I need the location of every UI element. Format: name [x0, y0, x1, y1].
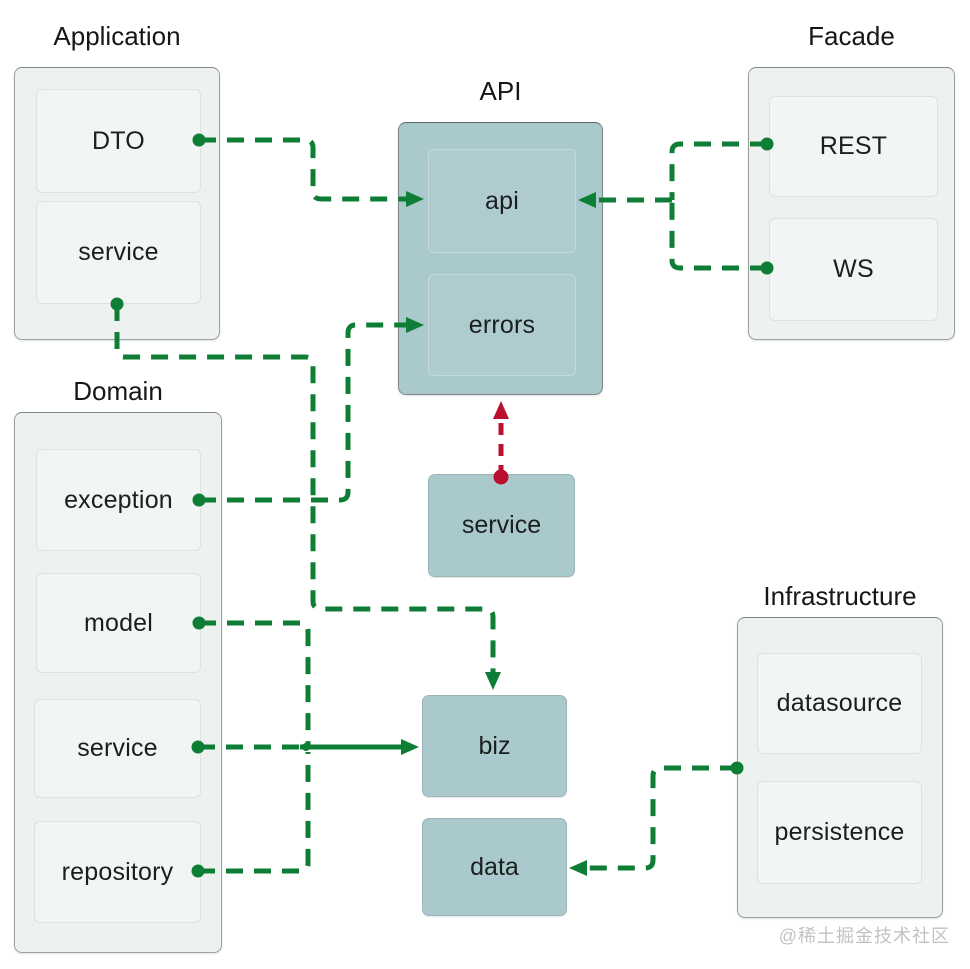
domain-exception-box: exception [36, 449, 201, 551]
application-dto-box: DTO [36, 89, 201, 193]
service-module-label: service [461, 511, 542, 539]
infrastructure-title: Infrastructure [763, 581, 917, 611]
connector-exception-to-errors [199, 322, 410, 503]
application-dto-label: DTO [92, 126, 145, 155]
facade-ws-box: WS [769, 218, 938, 321]
facade-ws-label: WS [833, 255, 874, 283]
domain-title: Domain [73, 376, 163, 406]
connector-infra-to-data [584, 765, 737, 871]
api-panel: api errors [398, 122, 603, 395]
biz-module-label: biz [478, 731, 511, 760]
domain-model-box: model [36, 573, 201, 673]
connector-dto-to-api [199, 137, 410, 202]
domain-exception-label: exception [64, 485, 173, 514]
infrastructure-panel: datasource persistence [737, 617, 943, 918]
data-module-label: data [470, 852, 519, 881]
api-api-label: api [485, 186, 519, 215]
arrowhead-red-up [493, 401, 509, 419]
facade-title: Facade [808, 21, 895, 51]
application-title: Application [53, 21, 181, 51]
application-service-box: service [36, 201, 201, 304]
arrowhead-into-biz-left [401, 739, 419, 755]
infrastructure-persistence-label: persistence [774, 818, 905, 846]
facade-rest-box: REST [769, 96, 938, 197]
infrastructure-datasource-box: datasource [757, 653, 922, 754]
watermark: @稀土掘金技术社区 [778, 926, 950, 946]
domain-model-label: model [83, 608, 154, 637]
api-errors-label: errors [468, 310, 536, 339]
junction-dot [302, 743, 310, 751]
facade-panel: REST WS [748, 67, 955, 340]
application-panel: DTO service [14, 67, 220, 340]
infrastructure-datasource-label: datasource [776, 689, 903, 717]
domain-service-box: service [34, 699, 201, 798]
domain-service-label: service [77, 734, 158, 762]
api-errors-box: errors [428, 274, 576, 376]
arrowhead-into-data [569, 860, 587, 876]
infrastructure-persistence-box: persistence [757, 781, 922, 884]
facade-rest-label: REST [819, 132, 888, 160]
arrowhead-into-biz-top [485, 672, 501, 690]
biz-module-box: biz [422, 695, 567, 797]
data-module-box: data [422, 818, 567, 916]
domain-repository-box: repository [34, 821, 201, 923]
service-module-box: service [428, 474, 575, 577]
api-api-box: api [428, 149, 576, 253]
domain-panel: exception model service repository [14, 412, 222, 953]
application-service-label: service [78, 238, 159, 266]
domain-repository-label: repository [61, 857, 174, 886]
api-title: API [479, 76, 522, 106]
